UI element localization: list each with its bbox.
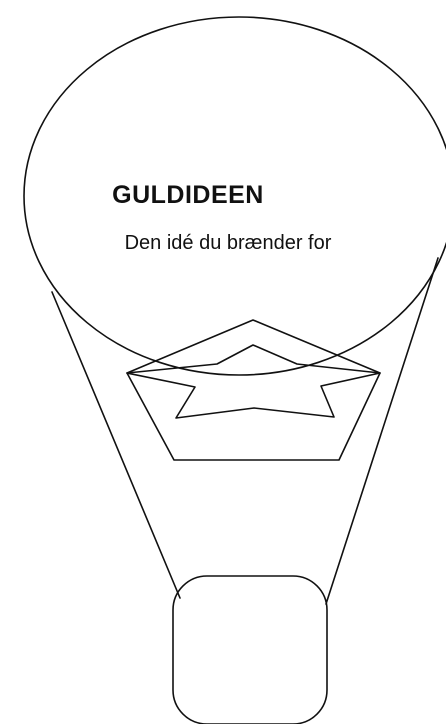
pentagon-outline: [127, 320, 380, 460]
rope-left: [52, 292, 180, 598]
rope-right: [326, 258, 438, 604]
star-outline: [127, 345, 380, 418]
balloon-title: GULDIDEEN: [98, 181, 278, 210]
balloon-basket: [173, 576, 327, 724]
balloon-subtitle: Den idé du brænder for: [110, 232, 346, 255]
